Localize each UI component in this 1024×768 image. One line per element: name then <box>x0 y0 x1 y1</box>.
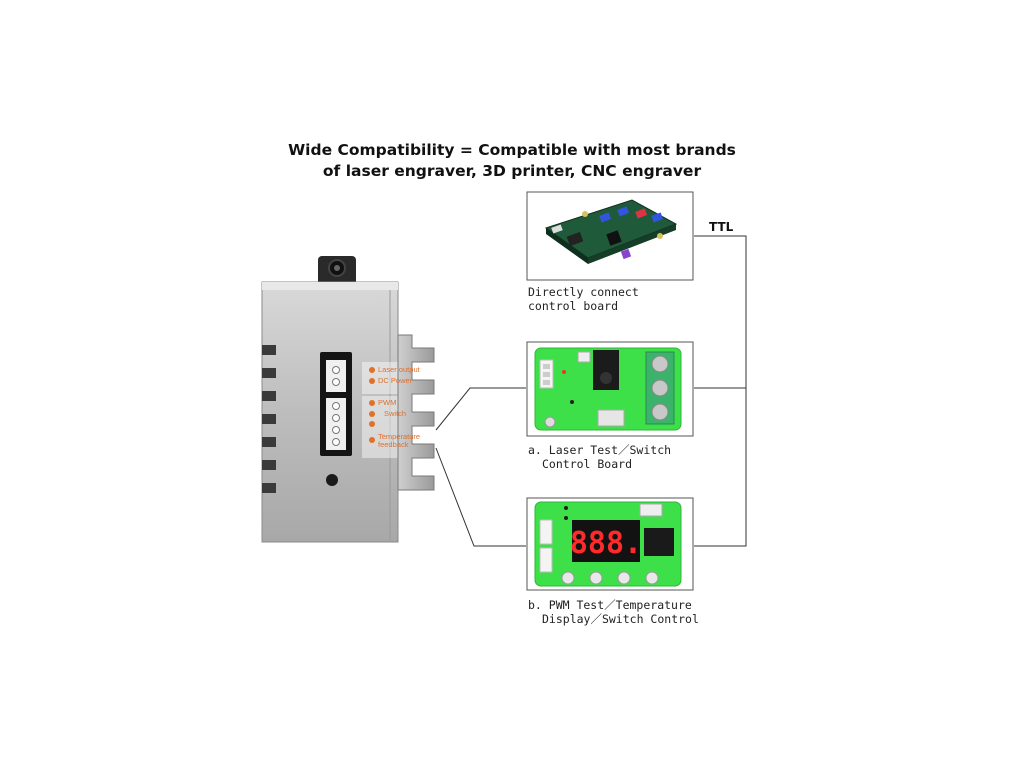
pwm-test-board-image <box>534 501 682 587</box>
vent-slots <box>262 345 276 493</box>
laser-module <box>261 256 435 543</box>
laser-test-caption: a. Laser Test／Switch Control Board <box>528 443 671 471</box>
pwm-test-panel: 888. <box>526 497 694 591</box>
title-line-1: Wide Compatibility = Compatible with mos… <box>288 141 736 159</box>
control-board-image <box>544 199 678 264</box>
page-title: Wide Compatibility = Compatible with mos… <box>262 140 762 182</box>
terminal-label-switch: Switch <box>384 409 407 418</box>
ttl-label: TTL <box>709 220 734 234</box>
pwm-test-caption-line-2: Display／Switch Control <box>542 612 699 626</box>
laser-test-caption-line-2: Control Board <box>542 457 633 471</box>
terminal-markers <box>369 367 375 443</box>
terminal-block <box>326 360 346 450</box>
dc-jack-icon <box>318 256 356 286</box>
seven-segment-display <box>572 520 640 562</box>
terminal-label-laser-output: Laser output <box>378 365 420 374</box>
screw-icon <box>326 474 338 486</box>
pwm-test-caption-line-1: b. PWM Test／Temperature <box>528 598 692 612</box>
heatsink-fins <box>397 334 435 491</box>
pwm-test-caption: b. PWM Test／Temperature Display／Switch C… <box>528 598 699 626</box>
screw-terminals <box>645 351 675 425</box>
push-buttons <box>561 571 659 585</box>
pwm-display-readout: 888. <box>570 526 642 561</box>
connector-lines <box>435 235 747 547</box>
control-board-caption: Directly connect control board <box>528 285 639 313</box>
laser-test-board-image <box>534 347 682 431</box>
control-board-panel <box>526 191 694 281</box>
laser-test-caption-line-1: a. Laser Test／Switch <box>528 443 672 457</box>
control-board-caption-line-1: Directly connect <box>528 285 639 299</box>
title-line-2: of laser engraver, 3D printer, CNC engra… <box>322 162 702 180</box>
control-board-caption-line-2: control board <box>528 299 619 313</box>
laser-test-panel <box>526 341 694 437</box>
terminal-label-pwm: PWM <box>378 398 397 407</box>
terminal-label-temperature-feedback: Temperature feedback <box>378 432 421 449</box>
terminal-label-dc-power: DC Power <box>378 376 413 385</box>
